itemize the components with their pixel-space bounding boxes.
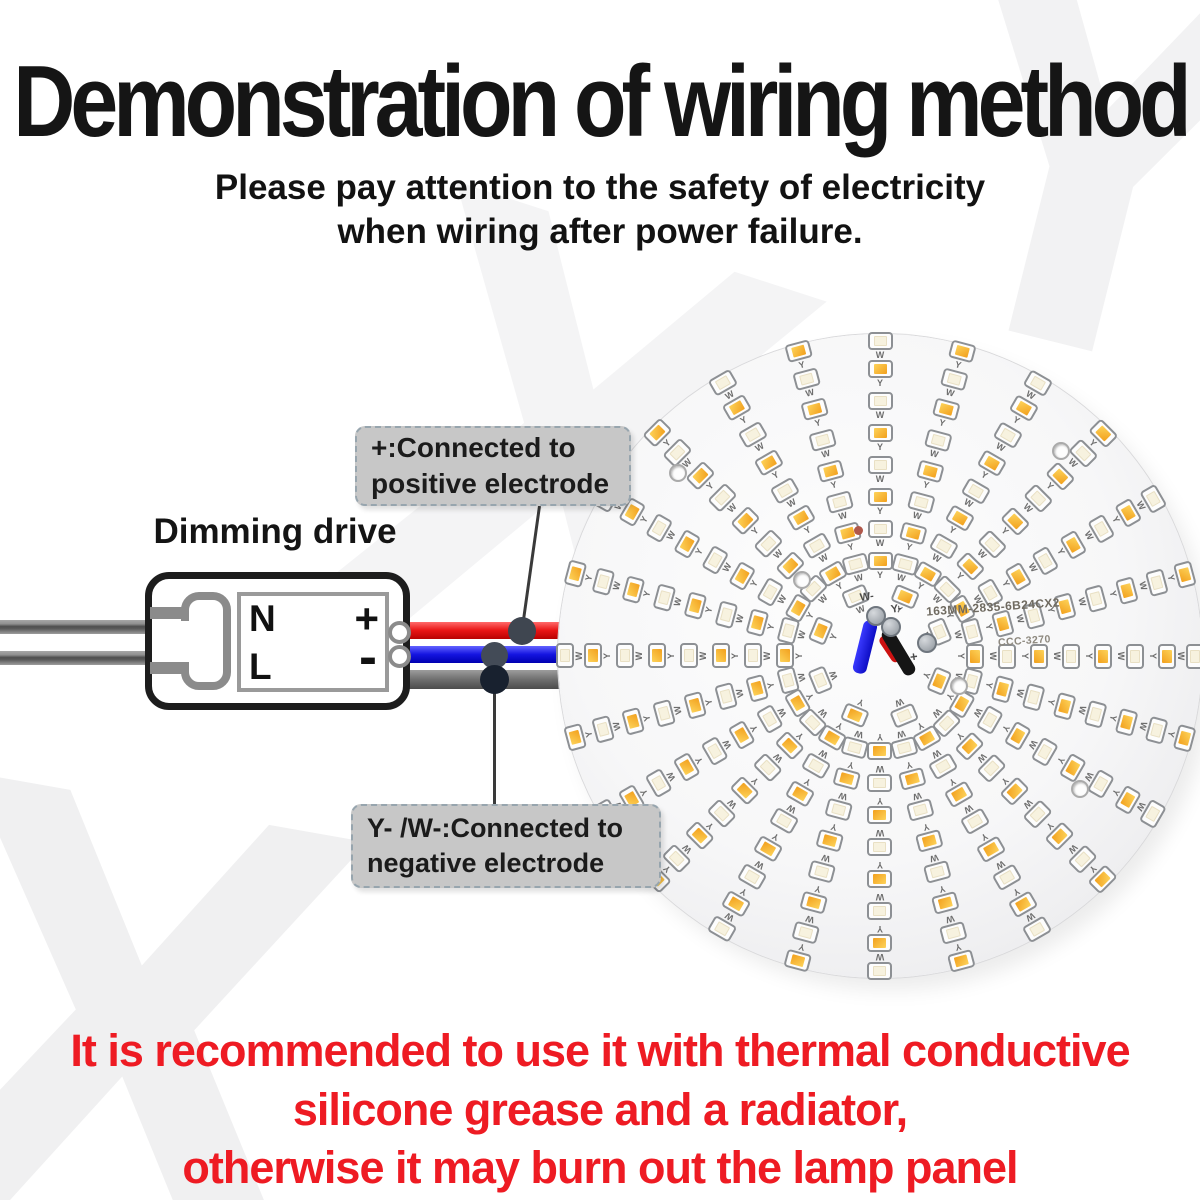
mounting-hole <box>1071 780 1089 798</box>
output-terminal-plus <box>388 621 411 644</box>
led-chip-warm: Y <box>712 643 744 669</box>
led-chip-white: W <box>1112 643 1144 669</box>
junction-dot-gray-wire <box>480 665 509 694</box>
solder-pad-y-minus <box>881 617 901 637</box>
led-chip-white: W <box>1048 643 1080 669</box>
solder-pad-w-minus <box>866 606 886 626</box>
mounting-hole <box>950 677 968 695</box>
pad-label-y-minus: Y- <box>890 602 903 616</box>
mains-wire-top <box>0 620 150 634</box>
subtitle-line-1: Please pay attention to the safety of el… <box>214 168 986 207</box>
driver-input-stub-bottom <box>150 662 186 674</box>
thermal-warning-text: It is recommended to use it with thermal… <box>0 1022 1200 1198</box>
led-chip-warm: Y <box>867 360 893 392</box>
led-chip-white: W <box>556 643 588 669</box>
led-chip-white: W <box>652 695 691 729</box>
led-chip-white: W <box>867 824 893 856</box>
mounting-hole <box>1052 442 1070 460</box>
led-chip-white: W <box>1172 643 1200 669</box>
pad-label-plus: + <box>908 648 919 665</box>
safety-subtitle: Please pay attention to the safety of el… <box>0 166 1200 255</box>
terminal-label-n: N <box>249 598 276 639</box>
led-chip-warm: Y <box>745 608 783 641</box>
mounting-hole <box>793 571 811 589</box>
led-chip-warm: Y <box>867 792 893 824</box>
dimming-drive-label: Dimming drive <box>153 512 397 551</box>
led-chip-white: W <box>903 490 936 528</box>
led-chip-white: W <box>867 948 893 980</box>
warning-line-2: silicone grease and a radiator, <box>292 1083 908 1135</box>
led-chip-white: W <box>680 643 712 669</box>
led-chip-white: W <box>824 490 857 528</box>
solder-pad-plus <box>917 633 937 653</box>
led-chip-warm: Y <box>867 424 893 456</box>
led-chip-warm: Y <box>648 643 680 669</box>
led-chip-white: W <box>867 332 893 364</box>
callout-negative-line-1: Y- /W-:Connected to <box>367 812 623 843</box>
led-chip-warm: Y <box>943 935 976 973</box>
led-chip-white: W <box>714 600 752 633</box>
callout-negative-line-2: negative electrode <box>367 848 605 878</box>
pad-label-w-minus: W- <box>859 590 875 604</box>
led-chip-warm: Y <box>683 687 721 720</box>
callout-negative-electrode: Y- /W-:Connected to negative electrode <box>351 804 661 888</box>
led-chip-warm: Y <box>784 935 817 973</box>
mains-wire-bottom <box>0 651 150 665</box>
led-chip-warm: Y <box>1159 560 1197 593</box>
callout-positive-line-1: +:Connected to <box>371 431 576 463</box>
led-chip-warm: Y <box>867 856 893 888</box>
leader-line-negative <box>493 655 496 807</box>
led-chip-white: W <box>867 520 893 552</box>
led-chip-warm: Y <box>867 552 893 584</box>
led-chip-warm: Y <box>1159 719 1197 752</box>
page-title: Demonstration of wiring method <box>13 45 1191 159</box>
subtitle-line-2: when wiring after power failure. <box>337 212 863 252</box>
led-chip-white: W <box>867 888 893 920</box>
junction-dot-red-wire <box>508 617 536 645</box>
warning-line-1: It is recommended to use it with thermal… <box>70 1025 1130 1076</box>
led-chip-white: W <box>919 428 953 467</box>
driver-input-stub-top <box>150 607 186 619</box>
led-chip-white: W <box>867 392 893 424</box>
led-chip-white: W <box>867 456 893 488</box>
terminal-label-plus: + <box>354 595 379 642</box>
center-blue-wire <box>851 619 879 675</box>
alignment-dot <box>854 526 863 535</box>
led-chip-white: W <box>714 679 752 712</box>
led-chip-white: W <box>744 643 776 669</box>
callout-positive-electrode: +:Connected to positive electrode <box>355 426 631 506</box>
led-chip-warm: Y <box>807 616 848 652</box>
led-chip-warm: Y <box>584 643 616 669</box>
led-chip-warm: Y <box>1080 643 1112 669</box>
output-terminal-minus <box>388 645 411 668</box>
terminal-label-l: L <box>249 646 272 687</box>
driver-terminal-block: N L + - <box>237 592 389 692</box>
warning-line-3: otherwise it may burn out the lamp panel <box>182 1142 1018 1193</box>
positive-wire-red <box>408 622 592 639</box>
led-chip-warm: Y <box>867 488 893 520</box>
callout-positive-line-2: positive electrode <box>371 468 610 499</box>
mounting-hole <box>669 464 687 482</box>
led-chip-white: W <box>867 760 893 792</box>
junction-dot-blue-wire <box>481 642 508 669</box>
driver-connector-notch <box>174 621 189 662</box>
led-chip-warm: Y <box>911 459 944 497</box>
terminal-label-minus: - <box>359 627 377 687</box>
led-chip-white: W <box>616 643 648 669</box>
